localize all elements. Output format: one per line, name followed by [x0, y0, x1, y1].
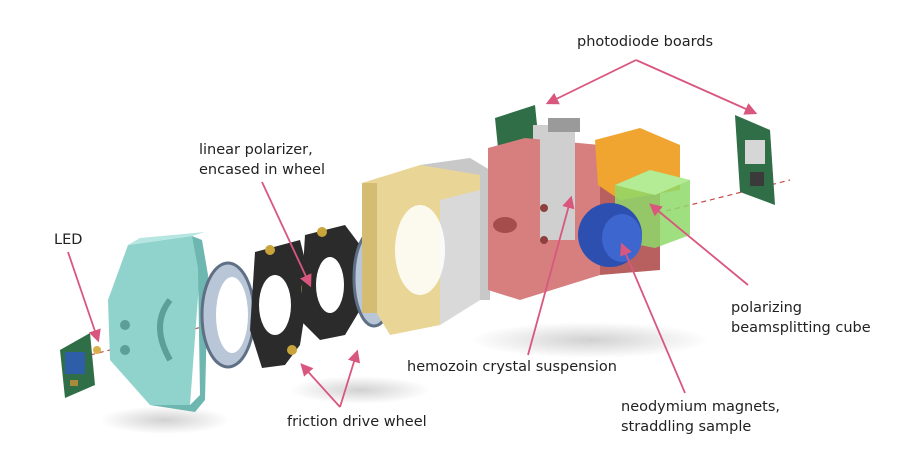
callout-arrows	[67, 59, 758, 408]
arrow-friction-left	[300, 363, 341, 408]
ground-shadow	[290, 376, 430, 404]
gold-housing	[362, 158, 490, 335]
photodiode-board-right	[735, 115, 775, 205]
label-friction-drive-wheel: friction drive wheel	[287, 414, 427, 430]
friction-drive-wheel-right	[300, 225, 360, 340]
label-neodymium-magnets: neodymium magnets,straddling sample	[621, 399, 781, 435]
teal-housing	[108, 232, 208, 412]
arrow-photodiode-right	[635, 59, 758, 115]
arrow-cube	[649, 203, 749, 286]
label-linear-polarizer: linear polarizer,encased in wheel	[199, 142, 326, 178]
arrow-friction-right	[339, 349, 361, 408]
arrow-neodymium	[620, 242, 686, 394]
label-photodiode-boards: photodiode boards	[577, 34, 714, 50]
bearing-ring	[200, 261, 256, 369]
ground-shadow	[470, 322, 710, 358]
arrow-led	[67, 251, 101, 343]
label-hemozoin: hemozoin crystal suspension	[407, 359, 617, 375]
arrow-polarizer	[261, 181, 312, 288]
neodymium-magnet	[578, 203, 642, 267]
arrow-hemozoin	[527, 195, 575, 356]
led-board	[60, 333, 101, 398]
ground-shadow	[100, 406, 230, 434]
label-led: LED	[54, 232, 83, 248]
friction-drive-wheel-left	[250, 240, 310, 368]
arrow-photodiode-left	[545, 59, 637, 105]
